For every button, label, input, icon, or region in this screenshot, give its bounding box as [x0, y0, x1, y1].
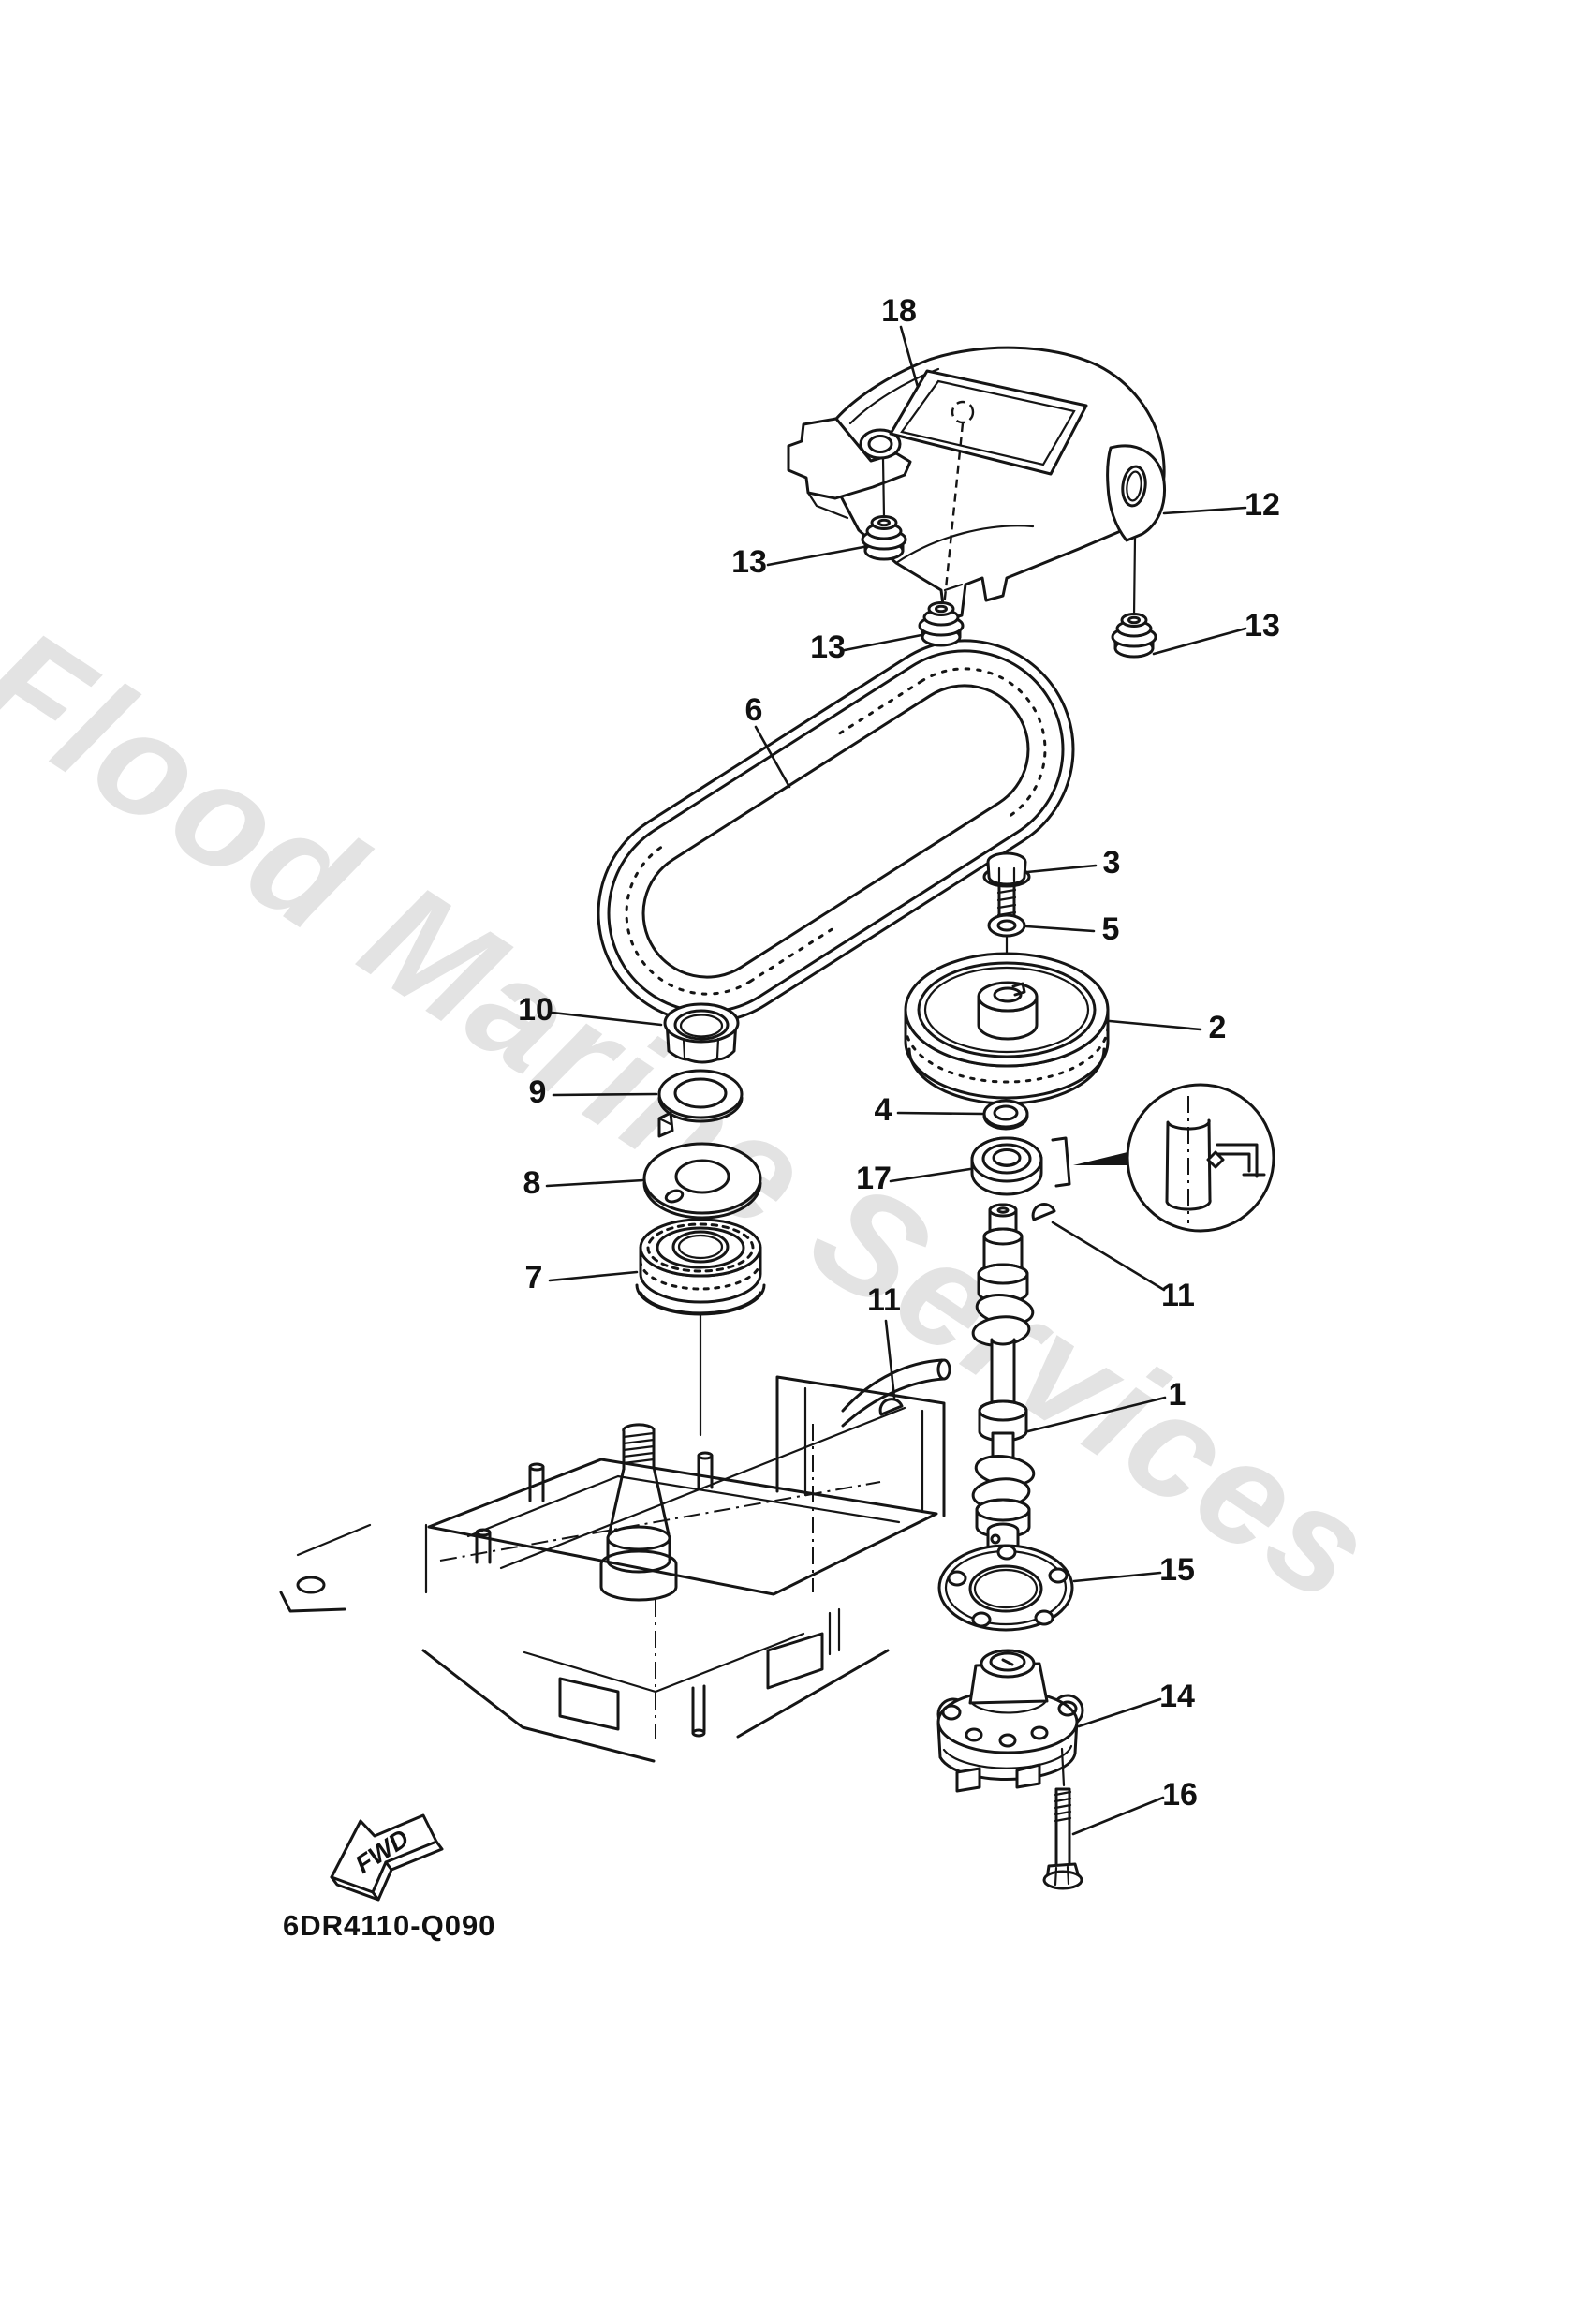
- woodruff-key-upper: [1031, 1203, 1056, 1221]
- bearing: [970, 1136, 1043, 1196]
- leader-lines: [545, 325, 1247, 1836]
- nut: [663, 1002, 740, 1064]
- drive-sprocket: [635, 1218, 766, 1316]
- camshaft: [971, 1203, 1036, 1554]
- detail-inset-circle: [1126, 1083, 1275, 1233]
- cover-flange: [1106, 444, 1167, 542]
- woodruff-key-lower: [878, 1398, 904, 1416]
- callout-14: 14: [1159, 1679, 1195, 1714]
- fwd-arrow: FWD: [330, 1813, 444, 1902]
- drawing-code: 6DR4110-Q090: [283, 1909, 495, 1942]
- callout-15: 15: [1159, 1552, 1195, 1588]
- cover-decal: [889, 369, 1088, 476]
- engine-block-drawing: [279, 1313, 951, 1765]
- lock-washer: [657, 1069, 744, 1138]
- callout-17: 17: [856, 1161, 892, 1196]
- callout-12: 12: [1245, 487, 1280, 523]
- belt-cover: [787, 346, 1167, 622]
- plate-washer: [642, 1142, 762, 1220]
- callout-3: 3: [1103, 845, 1121, 881]
- callout-5: 5: [1102, 911, 1120, 947]
- callout-13-center: 13: [810, 629, 846, 665]
- callout-4: 4: [875, 1092, 892, 1128]
- callout-11-right: 11: [1161, 1278, 1195, 1313]
- grommet-left: [861, 515, 907, 561]
- callout-10: 10: [518, 992, 553, 1028]
- callout-9: 9: [529, 1074, 547, 1110]
- callout-13-right: 13: [1245, 608, 1280, 644]
- callout-18: 18: [881, 293, 917, 329]
- callout-13-left: 13: [731, 544, 767, 580]
- cover-bracket: [787, 417, 912, 500]
- callout-1: 1: [1169, 1377, 1186, 1413]
- pump-bolt: [1042, 1787, 1083, 1890]
- timing-belt: [597, 639, 1075, 1024]
- bearing-bracket: [1051, 1136, 1129, 1188]
- camshaft-washer: [982, 1099, 1029, 1131]
- callout-6: 6: [745, 692, 763, 728]
- callout-16: 16: [1162, 1777, 1198, 1813]
- oil-pump: [936, 1649, 1084, 1793]
- callout-2: 2: [1209, 1010, 1227, 1045]
- grommet-right: [1111, 613, 1157, 659]
- pulley-bolt: [982, 851, 1031, 926]
- callout-8: 8: [523, 1165, 541, 1201]
- callout-11-left: 11: [867, 1282, 901, 1318]
- grommet-center: [918, 601, 965, 647]
- timing-pulley: [904, 952, 1110, 1105]
- pump-gasket: [937, 1544, 1074, 1632]
- callout-7: 7: [525, 1260, 543, 1295]
- callouts: 18 12 13 13 13 6 3 5 10 2 9 4 17 8 7 11 …: [518, 293, 1280, 1813]
